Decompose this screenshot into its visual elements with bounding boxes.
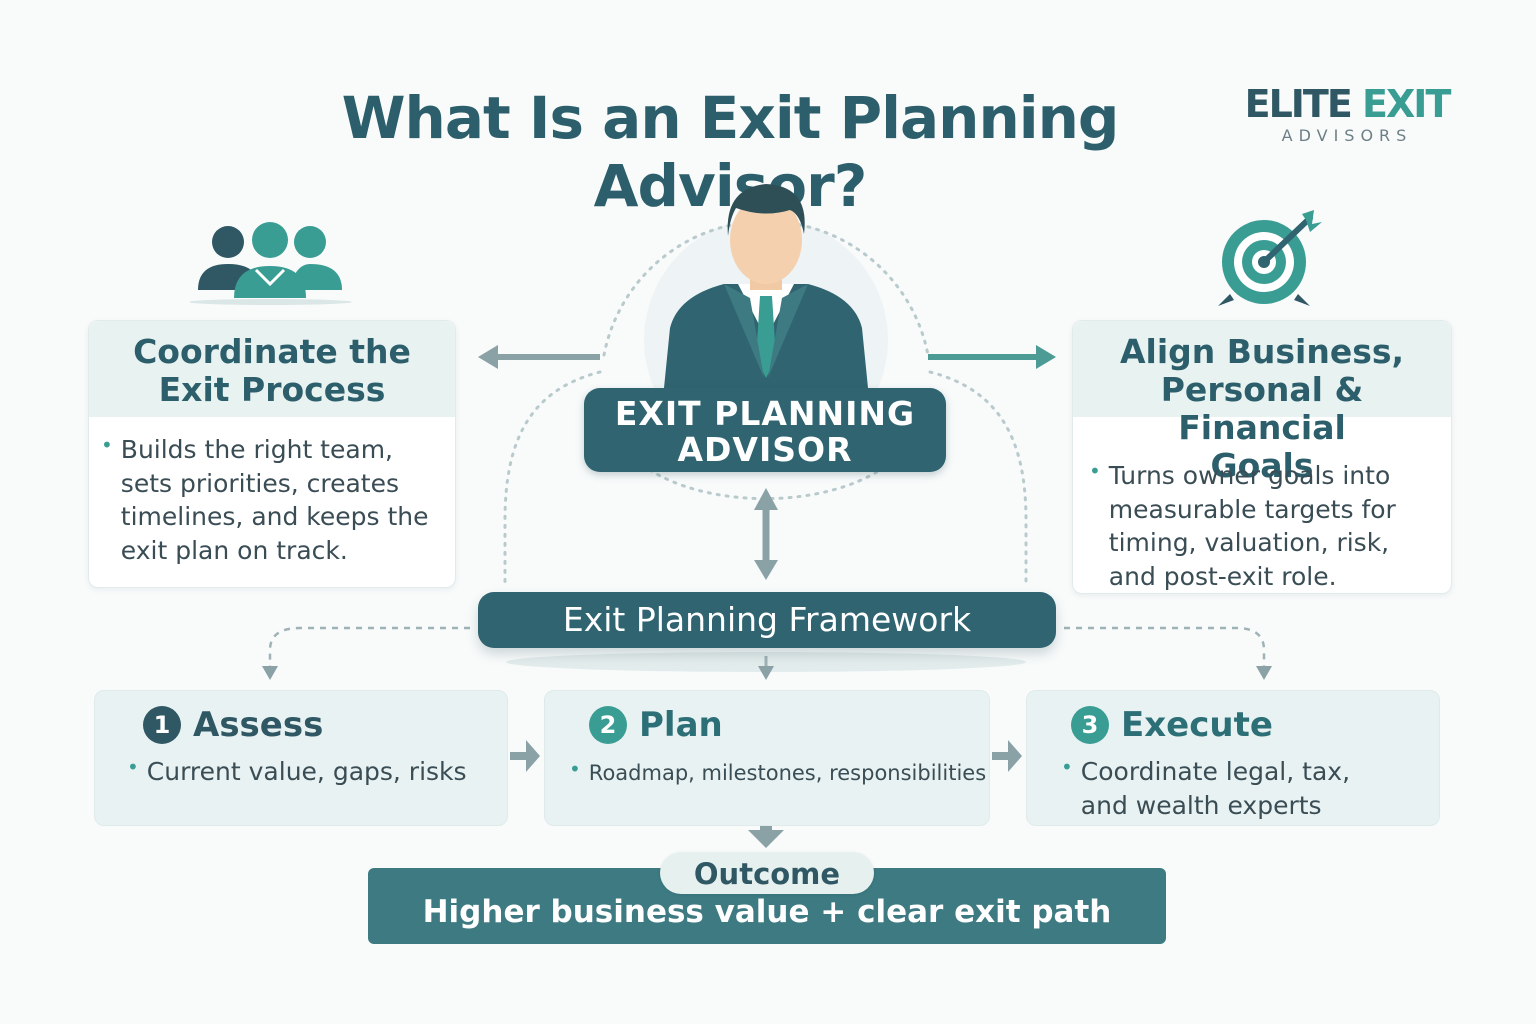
- dotted-arc-left: [503, 370, 602, 584]
- logo-subtitle: ADVISORS: [1281, 126, 1413, 145]
- step-execute: 3 Execute • Coordinate legal, tax, and w…: [1026, 690, 1440, 826]
- advisor-label: EXIT PLANNING ADVISOR: [584, 388, 946, 472]
- arrow-to-outcome: [748, 812, 784, 848]
- bullet-icon: •: [569, 757, 581, 781]
- card-heading: Coordinate the Exit Process: [89, 321, 455, 417]
- step-number-badge: 3: [1071, 706, 1109, 744]
- advisor-label-line2: ADVISOR: [677, 430, 853, 469]
- brand-logo: ELITE EXIT ADVISORS: [1232, 84, 1462, 145]
- step-plan: 2 Plan • Roadmap, milestones, responsibi…: [544, 690, 990, 826]
- logo-word-elite: ELITE: [1244, 82, 1353, 126]
- heading-line: Exit Process: [158, 370, 386, 409]
- bullet-icon: •: [1089, 459, 1101, 483]
- bullet-icon: •: [101, 433, 113, 457]
- step-number-badge: 1: [143, 706, 181, 744]
- logo-word-exit: EXIT: [1362, 82, 1451, 126]
- bullet-icon: •: [1061, 755, 1073, 779]
- target-arrow-icon: [1218, 210, 1322, 306]
- card-bullet: Builds the right team, sets priorities, …: [120, 435, 429, 565]
- page-title: What Is an Exit Planning Advisor?: [341, 84, 1120, 220]
- step-bullet: Current value, gaps, risks: [146, 757, 467, 786]
- dotted-arc-right: [928, 370, 1028, 584]
- outcome-bar: Higher business value + clear exit path: [368, 868, 1166, 944]
- branch-left: [268, 626, 470, 668]
- bullet-icon: •: [127, 755, 139, 779]
- step-title: Plan: [639, 705, 723, 745]
- card-bullet: Turns owner goals into measurable target…: [1108, 461, 1396, 591]
- step-title: Execute: [1121, 705, 1273, 745]
- step-bullet: Coordinate legal, tax, and wealth expert…: [1080, 757, 1351, 820]
- arrow-step2-3: [992, 740, 1022, 772]
- step-number-badge: 2: [589, 706, 627, 744]
- arrow-step1-2: [510, 740, 540, 772]
- step-assess: 1 Assess • Current value, gaps, risks: [94, 690, 508, 826]
- framework-bar: Exit Planning Framework: [478, 592, 1056, 648]
- advisor-figure: [664, 184, 868, 388]
- align-goals-card: Align Business, Personal & Financial Goa…: [1072, 320, 1452, 594]
- heading-line: Personal & Financial: [1160, 370, 1364, 447]
- outcome-label: Outcome: [660, 852, 874, 894]
- coordinate-exit-process-card: Coordinate the Exit Process • Builds the…: [88, 320, 456, 588]
- card-heading: Align Business, Personal & Financial Goa…: [1073, 321, 1451, 485]
- advisor-label-line1: EXIT PLANNING: [614, 394, 916, 433]
- step-title: Assess: [193, 705, 324, 745]
- step-bullet: Roadmap, milestones, responsibilities: [588, 761, 987, 785]
- heading-line: Align Business,: [1119, 332, 1405, 371]
- outcome-text: Higher business value + clear exit path: [422, 894, 1112, 930]
- branch-right: [1064, 626, 1266, 668]
- team-icon: [190, 222, 352, 305]
- heading-line: Coordinate the: [133, 332, 411, 371]
- heading-line: Goals: [1210, 446, 1314, 485]
